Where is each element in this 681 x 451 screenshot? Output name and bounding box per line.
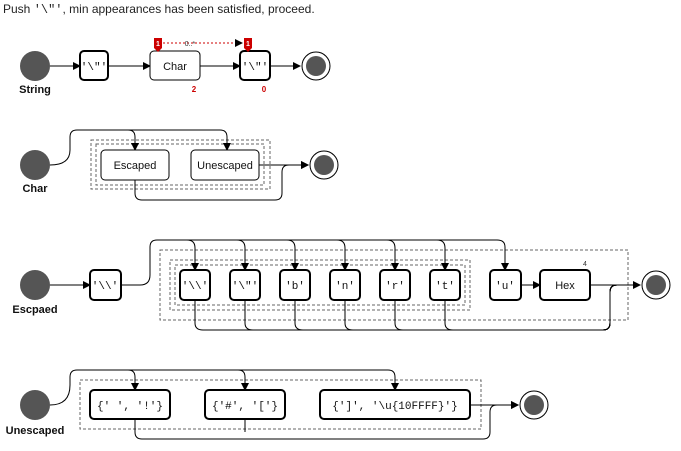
status-suffix: , min appearances has been satisfied, pr… [62,2,315,16]
choice-outer [90,139,271,190]
char-range-node[interactable] [89,389,171,420]
char-text: Char [163,61,187,73]
rule-label-string: String [19,84,51,96]
char-range-text: {' ', '!'} [97,401,163,413]
rule-string: String '\"' Char 2 '\"' 0 1 1 0..* [19,38,331,96]
loop-range: 0..* [185,41,196,48]
escape-char-text: '\\' [182,281,208,293]
svg-text:1: 1 [156,41,160,48]
hex-count: 4 [583,261,587,268]
choice-middle [169,259,471,311]
escape-char-text: '\"' [232,281,258,293]
start-node[interactable] [20,150,50,180]
escaped-text: Escaped [114,160,157,172]
loop-marker-left[interactable]: 1 [154,38,162,52]
unescaped-text: Unescaped [197,160,253,172]
escape-char-node[interactable] [179,269,211,301]
status-prefix: Push [3,2,34,16]
escape-char-node[interactable] [279,269,311,301]
rule-label-unescaped: Unescaped [6,425,65,437]
status-message: Push '\"', min appearances has been sati… [3,2,315,17]
char-count: 2 [192,85,197,94]
rule-escaped: Escpaed '\\' '\\' '\"' 'b' 'n' 'r' 't' 'u' He… [12,239,671,331]
escape-char-text: 'b' [285,281,305,293]
char-range-text: {']', '\u{10FFFF}'} [332,401,457,413]
loop-marker-right[interactable]: 1 [244,38,252,52]
close-count: 0 [262,85,267,94]
escape-char-text: 'r' [385,281,405,293]
escape-char-text: 't' [435,281,455,293]
hex-text: Hex [555,280,575,292]
escape-char-node[interactable] [379,269,411,301]
rule-unescaped: Unescaped {' ', '!'} {'#', '['} {']', '\u{… [6,369,549,440]
escape-char-node[interactable] [229,269,261,301]
choice-inner [95,143,265,186]
start-node[interactable] [20,270,50,300]
escape-char-node[interactable] [429,269,461,301]
char-range-text: {'#', '['} [212,401,278,413]
quote-open-text: '\"' [81,62,107,74]
rule-char: Char Escaped Unescaped [20,129,339,201]
escape-char-node[interactable] [329,269,361,301]
rule-label-escaped: Escpaed [12,304,57,316]
rule-label-char: Char [22,183,48,195]
start-node[interactable] [20,390,50,420]
escape-char-text: 'n' [335,281,355,293]
quote-close-text: '\"' [242,62,268,74]
start-node[interactable] [20,51,50,81]
status-code: '\"' [33,3,63,17]
backslash-text: '\\' [92,281,118,293]
u-text: 'u' [495,281,515,293]
choice-inner [174,264,466,306]
svg-text:1: 1 [246,41,250,48]
